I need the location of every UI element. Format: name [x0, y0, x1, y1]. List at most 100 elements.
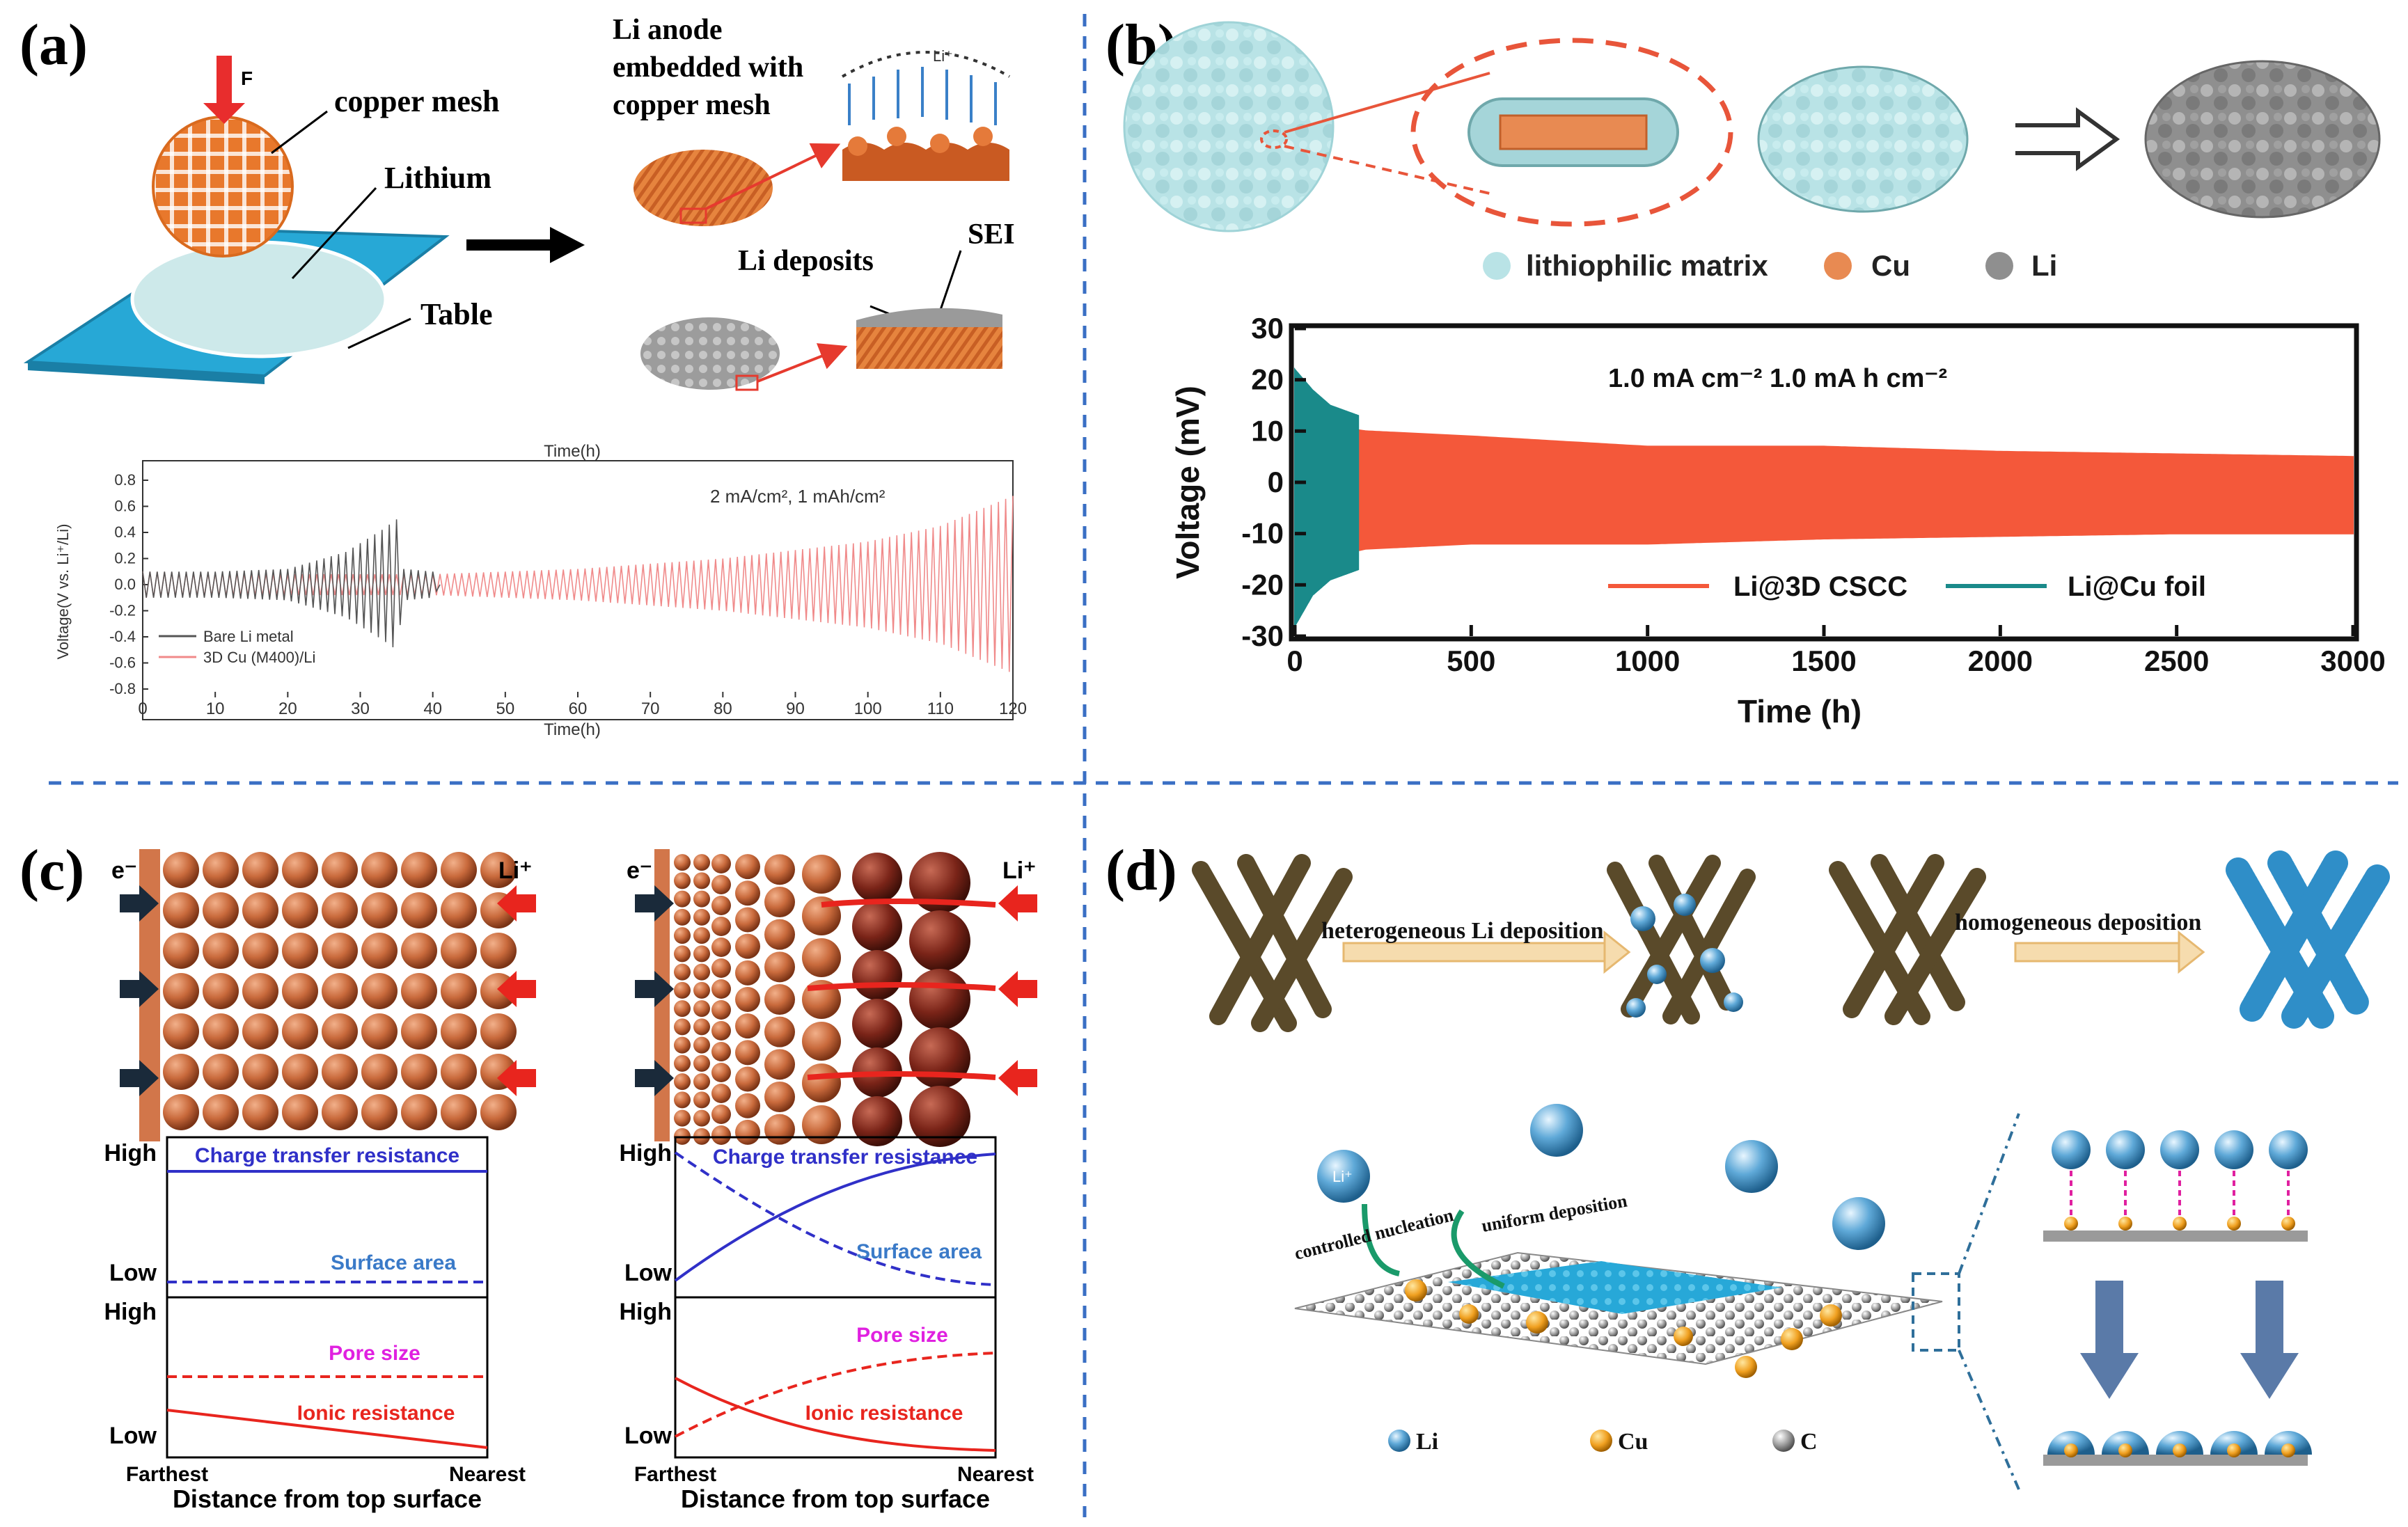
panel-a: (a) F copper mesh Lithium Table Li anode… [19, 13, 1027, 739]
chart-a-x-tick-label: 0 [138, 699, 147, 718]
right-high-top: High [619, 1140, 672, 1166]
chart-b-x-tick-label: 0 [1286, 644, 1303, 677]
li-ions: Li⁺ [1317, 1104, 1885, 1250]
sei-label: SEI [968, 219, 1015, 251]
li-coated-disc [2144, 60, 2381, 219]
right-pore-size: Pore size [856, 1324, 948, 1347]
right-property-plots: High Low High Low Charge transfer resist… [619, 1136, 1034, 1513]
uniform-deposition-label: uniform deposition [1480, 1191, 1629, 1236]
chart-b-series-li-cu-foil [1294, 367, 1360, 626]
chart-a-y-tick-label: -0.6 [109, 654, 136, 672]
left-xlabel: Distance from top surface [173, 1485, 482, 1513]
deposited-anode-disc [640, 317, 780, 390]
legend-li-swatch [1985, 252, 2013, 280]
chart-a-x-tick-label: 70 [641, 699, 660, 718]
matrix-coated-disc [1757, 65, 1969, 213]
chart-b-y-tick-label: -20 [1241, 568, 1284, 601]
uniform-particle-grid: e⁻ Li⁺ [111, 849, 536, 1141]
chart-a-x-tick-label: 60 [569, 699, 588, 718]
chart-b-series [1294, 367, 2354, 626]
panel-d-label: (d) [1105, 838, 1177, 903]
homogeneous-arrow: homogeneous deposition [1955, 910, 2205, 974]
legend-cu-label: Cu [1871, 249, 1910, 282]
chart-a-y-tick-label: -0.4 [109, 628, 136, 645]
chart-a-x-tick-label: 90 [786, 699, 805, 718]
chart-b-xlabel: Time (h) [1738, 693, 1862, 729]
chart-a-y-tick-label: 0.2 [114, 550, 136, 567]
chart-a-y-tick-label: 0.4 [114, 523, 136, 541]
chart-a-series-bare-li-metal [142, 519, 441, 648]
li-ion-label-right: Li⁺ [1002, 857, 1036, 884]
copper-mesh-label: copper mesh [334, 84, 500, 118]
chart-b-y-tick-label: -30 [1241, 619, 1284, 652]
left-high-bot: High [104, 1299, 157, 1325]
li-deposits-label: Li deposits [738, 245, 874, 277]
right-charge-transfer: Charge transfer resistance [713, 1146, 977, 1169]
left-surface-area: Surface area [331, 1251, 456, 1274]
chart-a-ylabel: Voltage(V vs. Li⁺/Li) [54, 523, 72, 659]
heterogeneous-arrow: heterogeneous Li deposition [1321, 918, 1631, 974]
bare-fibers-2 [1829, 854, 1986, 1025]
lithium-disc [130, 240, 388, 358]
coated-fibers [2226, 850, 2390, 1029]
nucleation-detail [2043, 1130, 2312, 1466]
panel-d-legend: Li Cu C [1388, 1429, 1818, 1455]
chart-b-series-li-3d-cscc [1294, 420, 2354, 566]
left-ionic-resistance: Ionic resistance [297, 1402, 455, 1425]
chart-a-xlabel: Time(h) [544, 720, 601, 739]
chart-a-x-tick-label: 50 [496, 699, 514, 718]
left-nearest: Nearest [449, 1463, 526, 1486]
chart-a-y-tick-label: 0.0 [114, 576, 136, 593]
chart-b-y-tick-label: 30 [1251, 312, 1284, 345]
copper-mesh-ball [152, 116, 294, 258]
homogeneous-label: homogeneous deposition [1955, 910, 2201, 935]
left-low-bot: Low [109, 1423, 157, 1449]
chart-b-x-tick-label: 2000 [1968, 644, 2033, 677]
right-xlabel: Distance from top surface [681, 1485, 990, 1513]
right-low-top: Low [624, 1260, 672, 1286]
chart-a-legend-label-1: 3D Cu (M400)/Li [203, 649, 315, 666]
deposition-schematic: Li⁺ [841, 47, 1011, 181]
anode-label-line3: copper mesh [613, 89, 771, 121]
chart-b-y-tick-label: 0 [1268, 466, 1284, 498]
panel-c-label: (c) [19, 838, 84, 903]
chart-b-legend-label-1: Li@Cu foil [2068, 571, 2206, 602]
legend-d-cu: Cu [1618, 1429, 1648, 1455]
chart-a-series-3d-cu-m400-li [142, 496, 1014, 672]
heterogeneous-label: heterogeneous Li deposition [1321, 918, 1604, 944]
right-low-bot: Low [624, 1423, 672, 1449]
panel-c: (c) e⁻ Li⁺ e⁻ Li⁺ [19, 838, 1037, 1513]
left-farthest: Farthest [126, 1463, 208, 1486]
li-ion-label-left: Li⁺ [498, 857, 532, 884]
legend-d-li: Li [1416, 1429, 1438, 1455]
chart-b-x-tick-label: 1000 [1615, 644, 1680, 677]
left-charge-transfer: Charge transfer resistance [195, 1144, 459, 1167]
chart-a-series [142, 496, 1014, 672]
left-pore-size: Pore size [329, 1342, 420, 1365]
chart-a: Time(h) 2 mA/cm², 1 mAh/cm² 0.80.60.40.2… [54, 442, 1027, 739]
lithium-label: Lithium [384, 161, 491, 195]
legend-matrix-swatch [1483, 252, 1511, 280]
chart-a-top-axis-label: Time(h) [544, 442, 601, 461]
legend-d-c: C [1800, 1429, 1818, 1455]
chart-b-x-tick-label: 500 [1447, 644, 1495, 677]
chart-a-x-tick-label: 120 [999, 699, 1027, 718]
right-surface-area: Surface area [856, 1240, 982, 1263]
electron-label-left: e⁻ [111, 857, 137, 884]
chart-b-x-tick-label: 2500 [2144, 644, 2209, 677]
chart-b-x-tick-label: 3000 [2320, 644, 2385, 677]
gradient-particle-grid: e⁻ Li⁺ [627, 849, 1037, 1147]
chart-b-legend-label-0: Li@3D CSCC [1733, 571, 1907, 602]
left-low-top: Low [109, 1260, 157, 1286]
table-label: Table [420, 297, 493, 331]
legend-cu-swatch [1824, 252, 1852, 280]
chart-a-y-tick-label: 0.6 [114, 498, 136, 515]
matrix-sphere [1123, 21, 1335, 232]
li-ion-label-d: Li⁺ [1332, 1168, 1353, 1185]
sei-schematic [856, 308, 1002, 369]
chart-a-x-tick-label: 110 [927, 699, 954, 718]
